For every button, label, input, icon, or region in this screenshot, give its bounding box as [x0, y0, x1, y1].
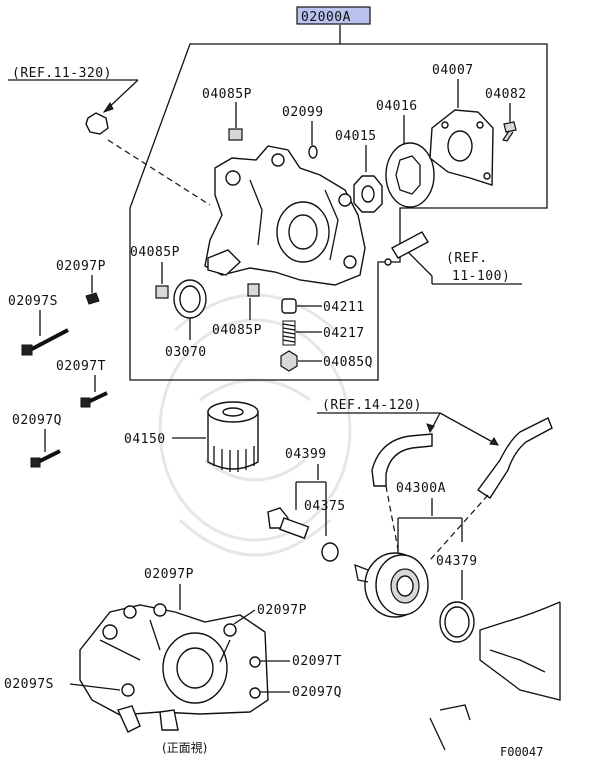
- label-04399[interactable]: 04399: [285, 447, 327, 462]
- label-front-02097S[interactable]: 02097S: [4, 677, 54, 692]
- label-front-02097P-a[interactable]: 02097P: [144, 567, 194, 582]
- engine-block-partial: [429, 601, 561, 751]
- plug-04085Q: [280, 350, 298, 372]
- screw-04082: [502, 121, 517, 142]
- label-02097Q-left[interactable]: 02097Q: [12, 413, 62, 428]
- oil-filter-04150: [207, 401, 259, 472]
- plug-04085P-low: [247, 283, 260, 297]
- figure-id: F00047: [500, 745, 543, 759]
- hose-a: [371, 433, 433, 487]
- ref-11-100-label-b: 11-100): [452, 269, 510, 284]
- label-front-02097Q[interactable]: 02097Q: [292, 685, 342, 700]
- oring-02099: [308, 145, 318, 159]
- bolt-02097P-left: [85, 292, 100, 305]
- ref-11-100[interactable]: (REF. 11-100): [384, 231, 522, 285]
- spring-04217: [282, 320, 296, 346]
- outer-rotor-04016: [385, 142, 435, 208]
- label-02099[interactable]: 02099: [282, 105, 324, 120]
- label-04085Q[interactable]: 04085Q: [323, 355, 373, 370]
- plunger-04211: [281, 298, 297, 314]
- bolt-04399: [267, 507, 310, 540]
- label-04375[interactable]: 04375: [304, 499, 346, 514]
- plug-04085P-mid: [155, 285, 169, 299]
- ref-14-120[interactable]: (REF.14-120): [317, 398, 499, 446]
- label-front-02097P-b[interactable]: 02097P: [257, 603, 307, 618]
- label-02097S-left[interactable]: 02097S: [8, 294, 58, 309]
- sensor-part: [85, 112, 109, 135]
- cover-04007: [429, 109, 494, 186]
- label-04085P-top[interactable]: 04085P: [202, 87, 252, 102]
- label-04379[interactable]: 04379: [436, 554, 478, 569]
- label-04015[interactable]: 04015: [335, 129, 377, 144]
- label-04150[interactable]: 04150: [124, 432, 166, 447]
- gasket-part: [391, 231, 429, 259]
- label-02097P-left[interactable]: 02097P: [56, 259, 106, 274]
- label-04085P-mid[interactable]: 04085P: [130, 245, 180, 260]
- main-part-callout[interactable]: 02000A: [296, 6, 371, 44]
- front-view-drawing: [79, 603, 269, 733]
- label-04211[interactable]: 04211: [323, 300, 365, 315]
- oil-cooler-04300A: [354, 552, 429, 618]
- ref-14-120-label: (REF.14-120): [322, 398, 422, 413]
- front-view-caption: (正面視): [162, 740, 207, 755]
- oil-pump-body: [204, 145, 366, 286]
- main-part-label: 02000A: [301, 10, 351, 25]
- washer-04375: [321, 542, 339, 562]
- ref-11-320[interactable]: (REF.11-320): [8, 66, 211, 206]
- plug-04085P-top: [228, 128, 243, 141]
- bolt-02097Q-left: [30, 449, 61, 468]
- label-04016[interactable]: 04016: [376, 99, 418, 114]
- label-04300A[interactable]: 04300A: [396, 481, 446, 496]
- label-04007[interactable]: 04007: [432, 63, 474, 78]
- label-03070[interactable]: 03070: [165, 345, 207, 360]
- label-04217[interactable]: 04217: [323, 326, 365, 341]
- label-front-02097T[interactable]: 02097T: [292, 654, 342, 669]
- label-04082[interactable]: 04082: [485, 87, 527, 102]
- bolt-02097T-left: [80, 391, 108, 408]
- bolt-02097S-left: [21, 328, 69, 356]
- ref-11-100-label-a: (REF.: [446, 251, 488, 266]
- hose-b: [477, 417, 553, 499]
- ref-11-320-label: (REF.11-320): [12, 66, 112, 81]
- label-04085P-low[interactable]: 04085P: [212, 323, 262, 338]
- label-02097T-left[interactable]: 02097T: [56, 359, 106, 374]
